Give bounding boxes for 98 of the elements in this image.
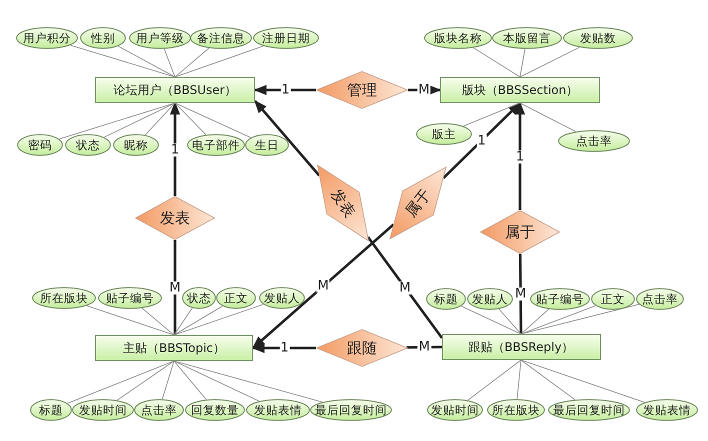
- attribute-line: [516, 360, 522, 400]
- edge-label: M: [417, 84, 431, 96]
- attribute-line: [520, 304, 640, 334]
- attribute-ellipse: 密码: [17, 134, 63, 156]
- attribute-ellipse: 生日: [245, 134, 289, 156]
- attribute-line: [468, 360, 522, 401]
- attribute-ellipse: 点击率: [558, 130, 630, 152]
- attribute-ellipse: 贴子编号: [98, 287, 162, 309]
- attribute-line: [520, 360, 646, 403]
- attribute-line: [473, 47, 520, 78]
- attribute-ellipse: 注册日期: [253, 27, 319, 49]
- attribute-ellipse: 备注信息: [190, 27, 252, 49]
- attribute-line: [104, 102, 176, 138]
- entity-box: 跟贴（BBSReply）: [442, 334, 600, 360]
- attribute-ellipse: 标题: [426, 288, 466, 310]
- attribute-ellipse: 最后回复时间: [548, 399, 630, 421]
- attribute-line: [520, 48, 526, 78]
- attribute-ellipse: 发贴时间: [72, 399, 134, 421]
- attribute-line: [116, 360, 174, 401]
- entity-box: 版块（BBSSection）: [440, 77, 600, 103]
- relationship-line: [254, 100, 320, 176]
- attribute-ellipse: 版块名称: [424, 27, 492, 49]
- attribute-ellipse: 发贴数: [563, 27, 633, 49]
- attribute-line: [174, 360, 260, 402]
- edge-label: 1: [514, 150, 526, 163]
- attribute-line: [460, 306, 522, 334]
- attribute-line: [463, 102, 520, 126]
- attribute-ellipse: 状态: [65, 134, 111, 156]
- attribute-ellipse: 发贴人: [467, 288, 513, 310]
- attribute-ellipse: 发贴表情: [636, 399, 698, 421]
- attribute-ellipse: 发贴时间: [427, 399, 483, 421]
- attribute-line: [118, 46, 176, 78]
- attribute-ellipse: 点击率: [636, 288, 684, 310]
- attribute-ellipse: 用户等级: [129, 27, 191, 49]
- attribute-line: [174, 304, 264, 336]
- attribute-ellipse: 本版留言: [492, 27, 562, 49]
- attribute-line: [162, 360, 174, 400]
- relationship-line: [170, 102, 180, 196]
- entity-box: 论坛用户（BBSUser）: [95, 77, 255, 103]
- relationship-diamond: 发表: [135, 196, 215, 240]
- edge-label: M: [168, 281, 182, 294]
- attribute-ellipse: 正文: [216, 287, 256, 309]
- attribute-line: [174, 102, 252, 138]
- relationship-diamond: 跟随: [316, 329, 408, 367]
- attribute-line: [174, 306, 223, 336]
- edge-label: 1: [170, 143, 180, 156]
- attribute-ellipse: 用户积分: [16, 27, 78, 49]
- attribute-ellipse: 版主: [416, 123, 472, 145]
- attribute-ellipse: 所在版块: [487, 399, 545, 421]
- relationship-line: [366, 236, 444, 339]
- attribute-line: [174, 48, 210, 78]
- attribute-line: [520, 102, 576, 132]
- attribute-ellipse: 贴子编号: [530, 288, 590, 310]
- attribute-ellipse: 点击率: [134, 399, 184, 421]
- attribute-ellipse: 发贴表情: [246, 399, 310, 421]
- attribute-line: [174, 360, 323, 402]
- attribute-line: [174, 46, 264, 78]
- entity-box: 主贴（BBSTopic）: [95, 335, 253, 361]
- attribute-line: [70, 44, 176, 78]
- attribute-line: [142, 308, 174, 336]
- attribute-ellipse: 发贴人: [259, 287, 305, 309]
- attribute-ellipse: 状态: [182, 287, 216, 309]
- attribute-line: [58, 102, 176, 140]
- attribute-line: [498, 308, 522, 334]
- attribute-line: [86, 305, 174, 336]
- edge-label: 1: [279, 342, 290, 354]
- edge-label: M: [316, 280, 330, 293]
- relationship-line: [252, 224, 394, 349]
- attribute-ellipse: 最后回复时间: [310, 399, 392, 421]
- relationship-line: [518, 254, 522, 334]
- relationship-diamond: 管理: [316, 71, 408, 109]
- attribute-ellipse: 昵称: [113, 134, 159, 156]
- attribute-line: [174, 308, 193, 336]
- relationship-line: [514, 102, 526, 210]
- relationship-line: [252, 342, 316, 354]
- attribute-line: [520, 360, 576, 400]
- attribute-ellipse: 所在版块: [32, 287, 96, 309]
- attribute-line: [174, 102, 206, 136]
- edge-label: M: [398, 281, 412, 294]
- attribute-ellipse: 正文: [591, 288, 635, 310]
- attribute-line: [164, 48, 176, 78]
- attribute-ellipse: 性别: [80, 27, 126, 49]
- attribute-line: [520, 308, 550, 334]
- attribute-ellipse: 回复数量: [185, 399, 245, 421]
- relationship-line: [254, 84, 316, 96]
- edge-label: 1: [476, 134, 487, 148]
- attribute-ellipse: 电子部件: [187, 134, 245, 156]
- attribute-ellipse: 标题: [30, 399, 72, 421]
- attribute-line: [144, 102, 176, 136]
- attribute-line: [174, 360, 207, 400]
- relationship-diamond: 属于: [480, 210, 560, 254]
- edge-label: M: [514, 287, 528, 300]
- attribute-line: [520, 305, 596, 334]
- edge-label: 1: [280, 84, 291, 96]
- attribute-line: [67, 360, 174, 404]
- relationship-line: [174, 240, 176, 335]
- attribute-line: [520, 46, 580, 78]
- relationship-line: [442, 102, 521, 180]
